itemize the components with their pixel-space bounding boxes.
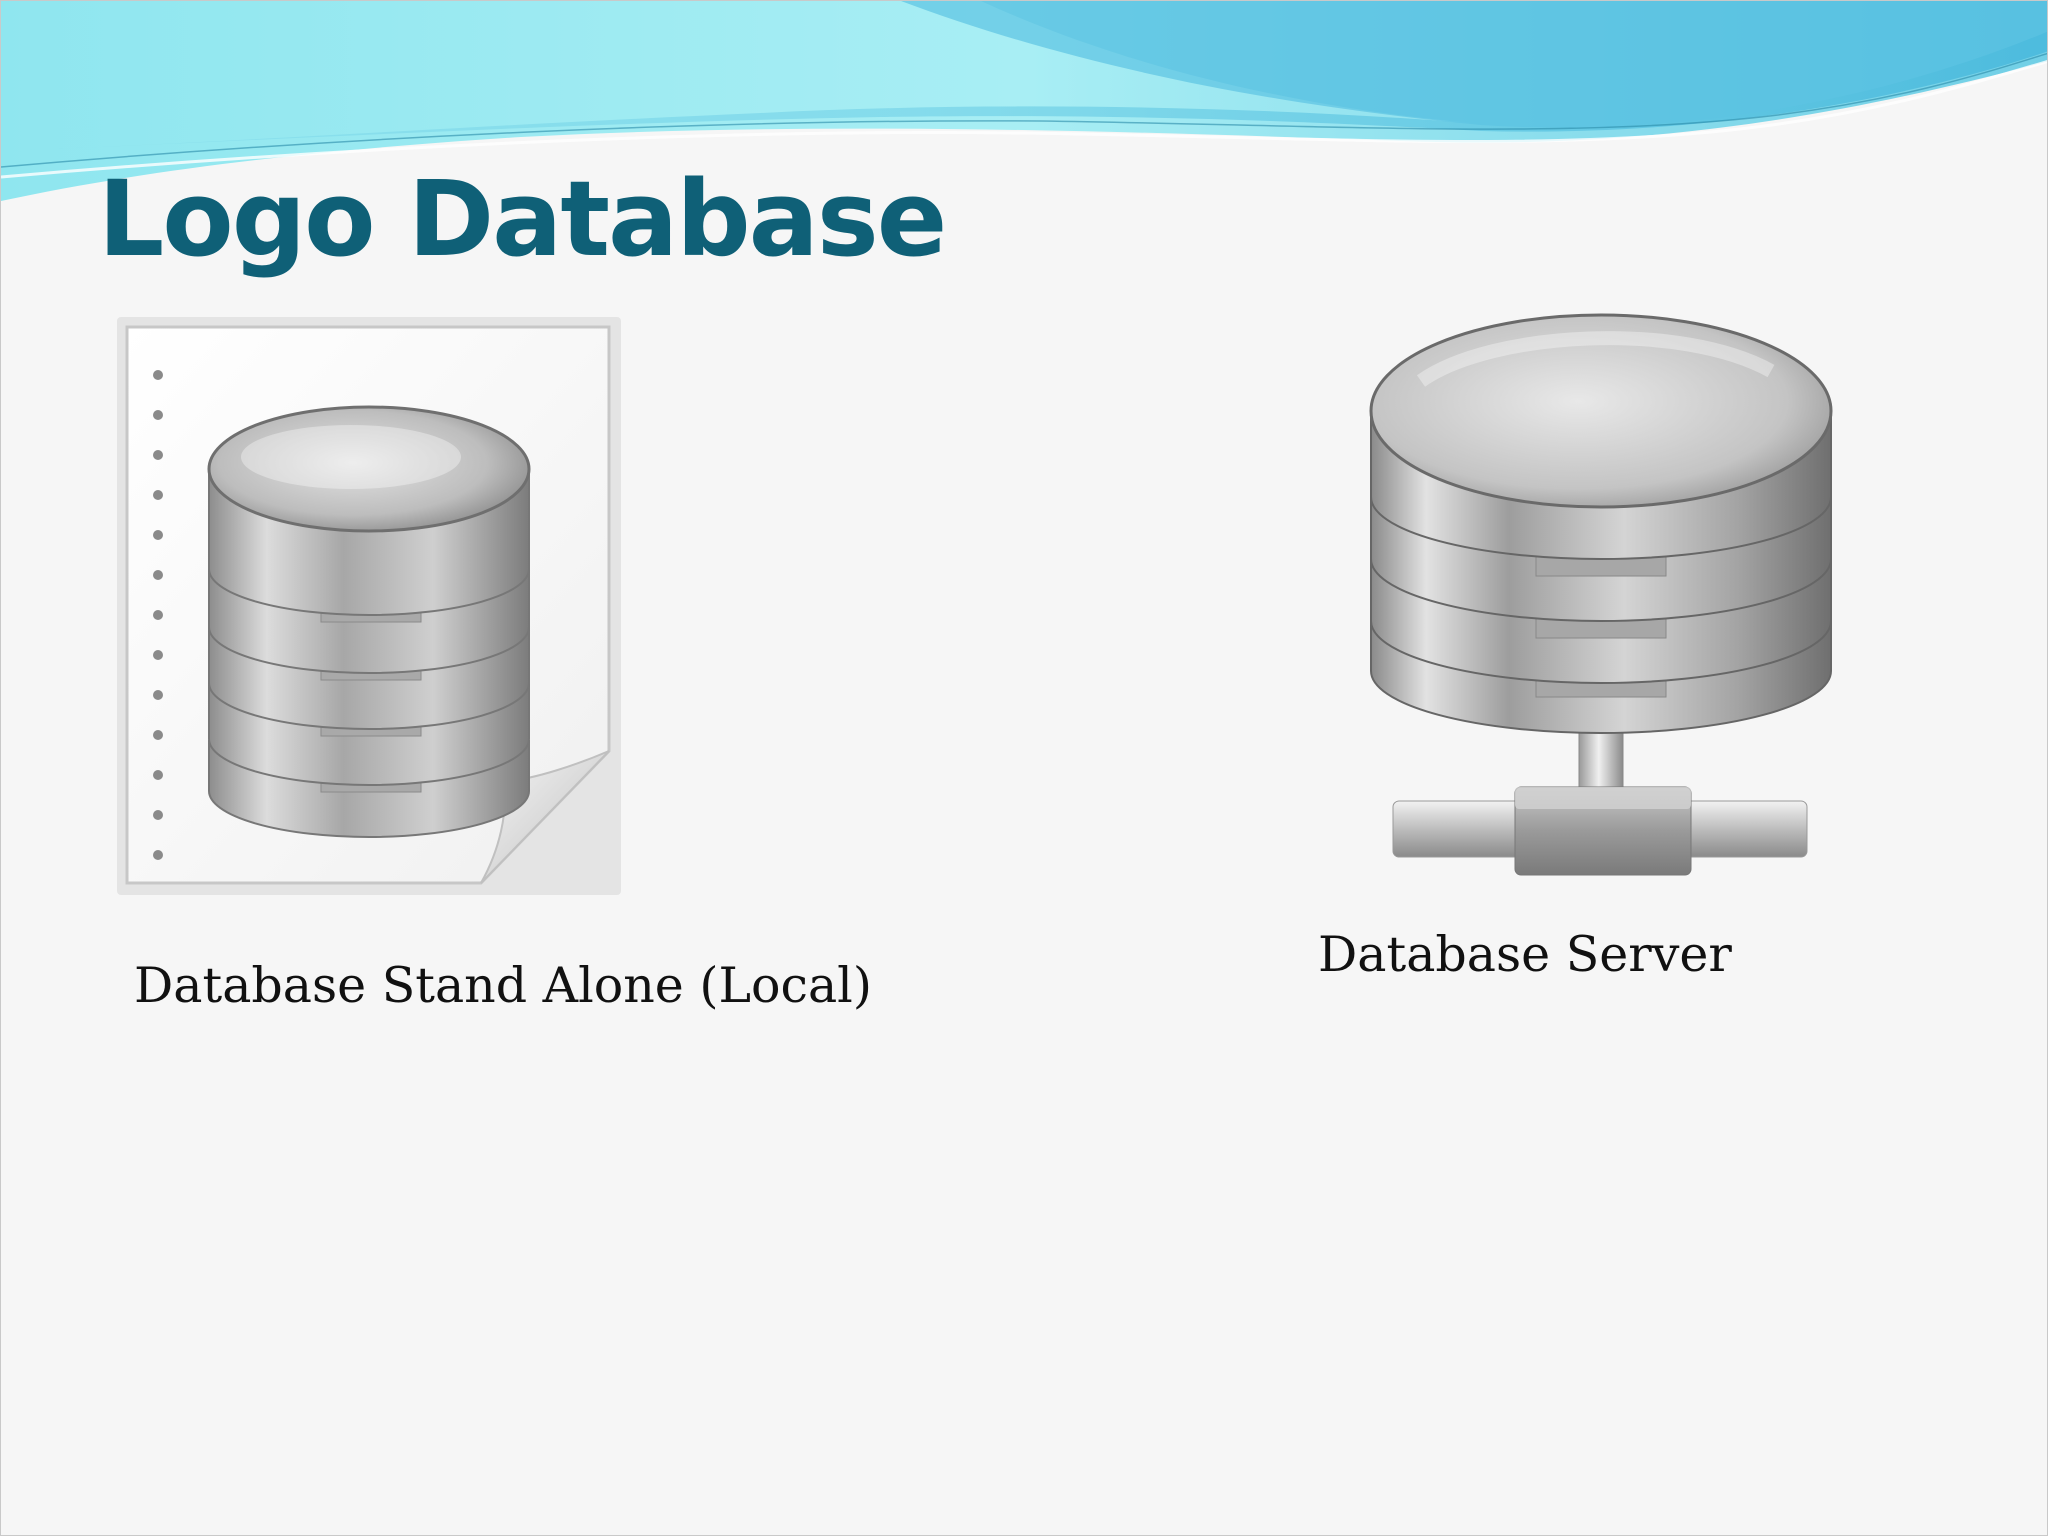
caption-database-server: Database Server <box>1318 926 1732 983</box>
database-server-icon <box>1369 313 1833 876</box>
caption-database-stand-alone: Database Stand Alone (Local) <box>134 957 872 1014</box>
decorative-wave-header <box>1 1 2047 201</box>
database-file-icon <box>117 317 621 895</box>
slide-title: Logo Database <box>98 158 947 280</box>
